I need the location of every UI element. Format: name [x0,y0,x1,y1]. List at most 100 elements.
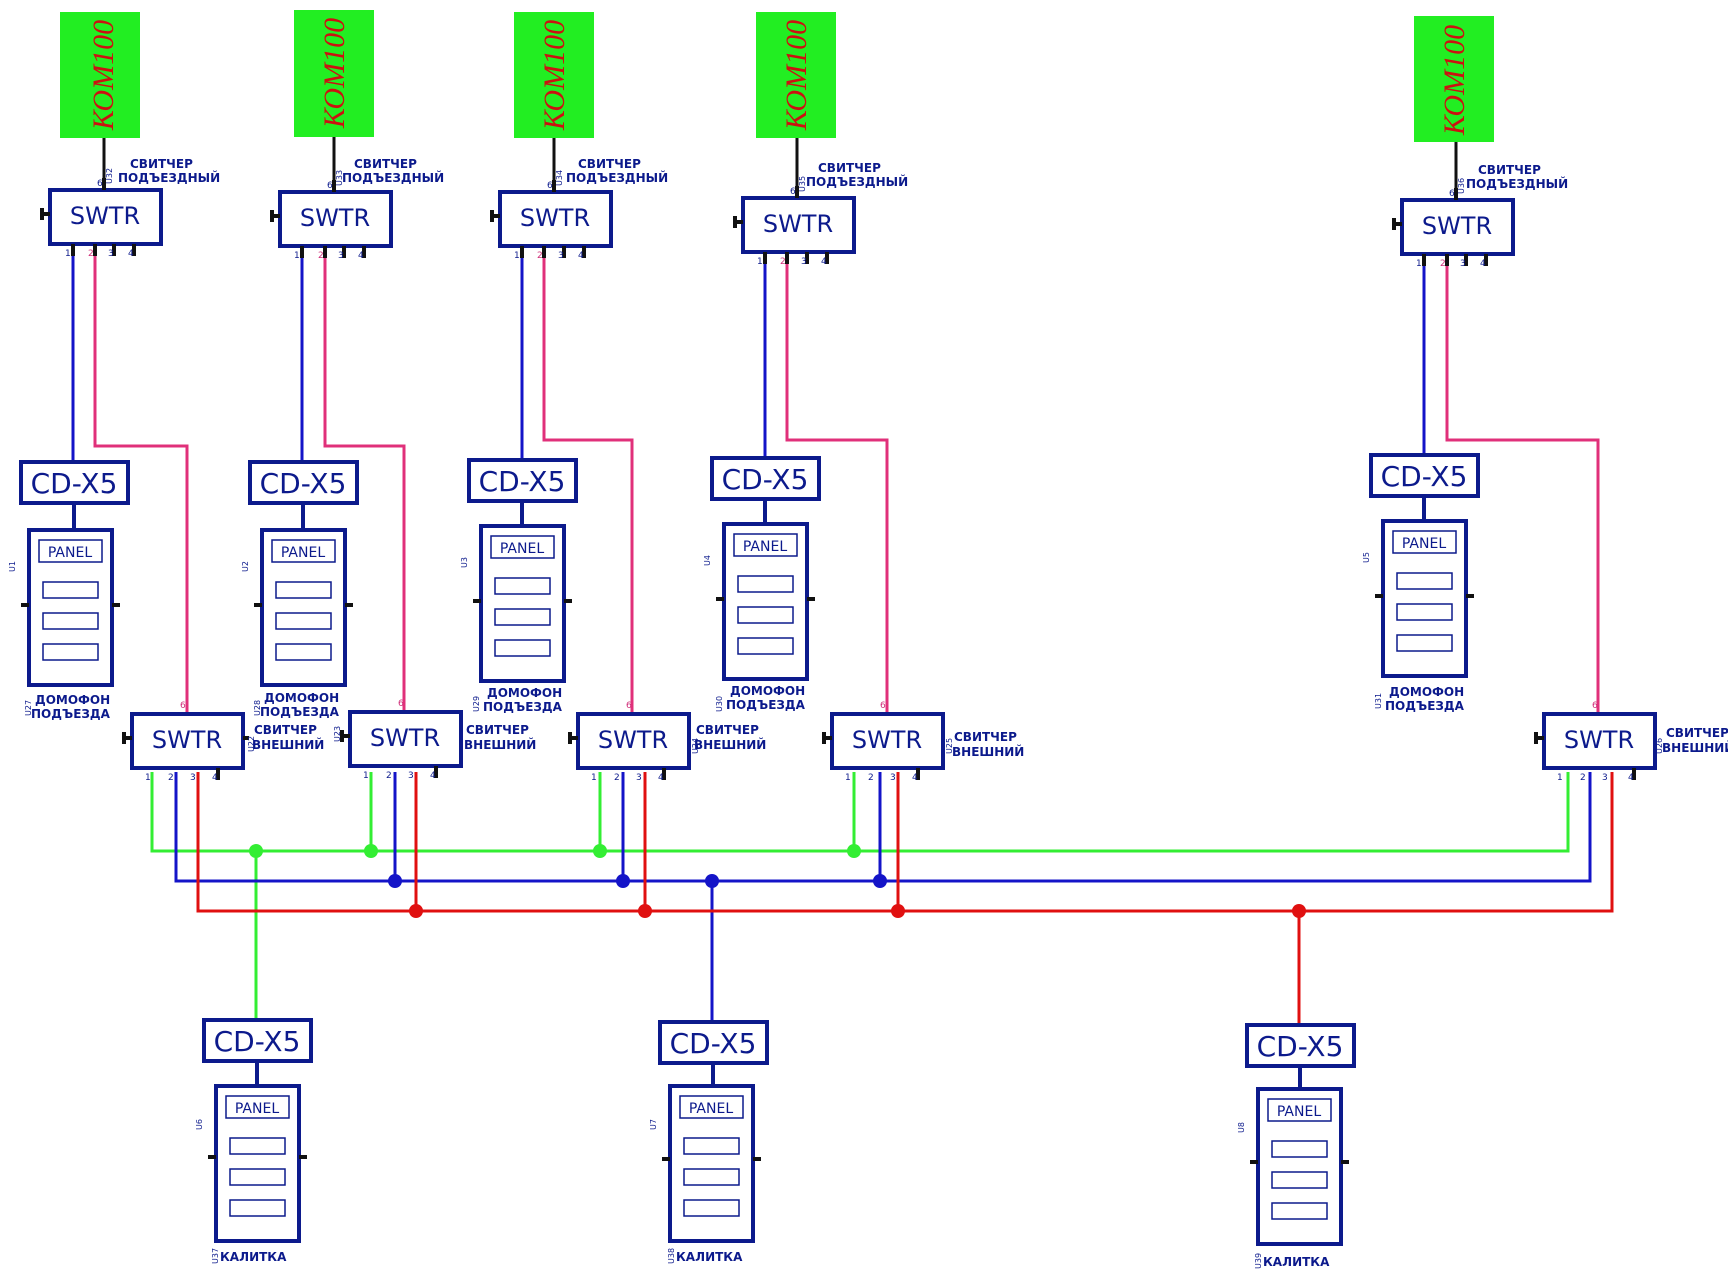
bus-red [196,772,1614,913]
pin-label: 2 [868,773,874,783]
monitor-1[interactable]: КОМ100 [60,12,140,138]
intercom-caption: ДОМОФОН [35,693,110,707]
panel-screen [1267,1098,1332,1122]
ref-label: U37 [211,1248,220,1264]
panel-slot [494,639,551,657]
monitor-5[interactable]: КОМ100 [1414,16,1494,142]
switch-caption: ВНЕШНИЙ [464,737,536,752]
panel-slot [275,612,332,630]
external-switch-5[interactable]: SWTR 1 2 3 4 6 U26 СВИТЧЕР ВНЕШНИЙ [1534,701,1728,783]
switch-title: SWTR [300,204,370,232]
switch-title: SWTR [152,726,222,754]
pin-label: 3 [338,251,344,261]
panel-slot [737,575,794,593]
monitor-3[interactable]: КОМ100 [514,12,594,138]
panel-screen [490,535,555,559]
monitor-4[interactable]: КОМ100 [756,12,836,138]
monitor-label: КОМ100 [538,20,571,131]
pin-label: 3 [558,251,564,261]
panel-slot [683,1137,740,1155]
panel-slot [1396,634,1453,652]
ref-label: U23 [333,726,342,742]
pin-label: 2 [318,251,324,261]
pin-stub [1534,732,1636,780]
pin-label: 6 [1449,189,1455,199]
pin-label: 6 [398,699,404,709]
switch-caption: СВИТЧЕР [354,157,417,171]
junction-dot [638,904,652,918]
switch-title: SWTR [852,726,922,754]
switch-body [576,712,691,770]
junction-dot [616,874,630,888]
pin-label: 3 [801,257,807,267]
external-switch-1[interactable]: SWTR 1 2 3 4 6 U22 СВИТЧЕР ВНЕШНИЙ [122,701,324,783]
pin-label: 6 [880,701,886,711]
entrance-intercom-1[interactable]: CD-X5 PANEL U1 U27 ДОМОФОН ПОДЪЕЗДА [8,460,130,721]
panel-slot [737,637,794,655]
cd-x5-label: CD-X5 [1257,1030,1344,1063]
intercom-caption: ДОМОФОН [487,686,562,700]
cd-x5-module [248,460,359,505]
monitor-label: КОМ100 [87,20,120,131]
gate-intercom-2[interactable]: CD-X5 PANEL U7 U38 КАЛИТКА [649,1020,769,1264]
switch-caption: ВНЕШНИЙ [1662,740,1728,755]
pin-label: 1 [65,249,71,259]
pin-label: 4 [128,249,134,259]
panel-slot [42,643,99,661]
junction-dot [409,904,423,918]
pin-label: 2 [1440,259,1446,269]
pin-label: 4 [430,771,436,781]
pin-stub [1392,188,1488,266]
entrance-switch-5[interactable]: SWTR 1 2 3 4 6 U36 СВИТЧЕР ПОДЪЕЗДНЫЙ [1392,163,1568,269]
external-switch-3[interactable]: SWTR 1 2 3 4 6 U24 СВИТЧЕР ВНЕШНИЙ [568,701,766,783]
monitor-body [1414,16,1494,142]
ref-label: U24 [691,738,700,754]
entrance-intercom-5[interactable]: CD-X5 PANEL U5 U31 ДОМОФОН ПОДЪЕЗДА [1362,453,1480,713]
pin-label: 4 [358,251,364,261]
switch-body [1542,712,1657,770]
switch-caption: ПОДЪЕЗДНЫЙ [118,170,220,185]
panel-slot [42,581,99,599]
ref-label: U8 [1237,1122,1246,1133]
cd-x5-module [1245,1023,1356,1068]
pin-label: 4 [578,251,584,261]
entrance-switch-2[interactable]: SWTR 1 2 3 4 6 U33 СВИТЧЕР ПОДЪЕЗДНЫЙ [270,157,444,261]
panel-screen [38,539,103,563]
switch-title: SWTR [370,724,440,752]
panel-slot [494,577,551,595]
entrance-switch-3[interactable]: SWTR 1 2 3 4 6 U34 СВИТЧЕР ПОДЪЕЗДНЫЙ [490,157,668,261]
cd-x5-label: CD-X5 [722,463,809,496]
entrance-intercom-3[interactable]: CD-X5 PANEL U3 U29 ДОМОФОН ПОДЪЕЗДА [460,458,578,714]
monitor-2[interactable]: КОМ100 [294,10,374,137]
switch-caption: ПОДЪЕЗДНЫЙ [566,170,668,185]
entrance-intercom-2[interactable]: CD-X5 PANEL U2 U28 ДОМОФОН ПОДЪЕЗДА [241,460,359,719]
gate-intercom-3[interactable]: CD-X5 PANEL U8 U39 КАЛИТКА [1237,1023,1356,1269]
external-switch-4[interactable]: SWTR 1 2 3 4 6 U25 СВИТЧЕР ВНЕШНИЙ [822,701,1024,783]
entrance-switch-1[interactable]: SWTR 1 2 3 4 6 U32 СВИТЧЕР ПОДЪЕЗДНЫЙ [40,157,220,259]
panel-screen [225,1095,290,1119]
gate-intercom-1[interactable]: CD-X5 PANEL U6 U37 КАЛИТКА [195,1018,313,1264]
pin-label: 2 [88,249,94,259]
pin-label: 2 [614,773,620,783]
pin-label: 3 [408,771,414,781]
wires [71,137,1614,1025]
junction-dot [364,844,378,858]
pin-label: 1 [363,771,369,781]
cd-x5-label: CD-X5 [214,1025,301,1058]
ref-label: U31 [1374,693,1383,709]
entrance-intercom-4[interactable]: CD-X5 PANEL U4 U30 ДОМОФОН ПОДЪЕЗДА [703,456,821,712]
external-switch-2[interactable]: SWTR 1 2 3 4 6 U23 СВИТЧЕР ВНЕШНИЙ [333,699,536,781]
pin-stub [822,732,920,780]
pin-stub [490,180,586,258]
wire-pink-5 [1445,254,1600,714]
pin-label: 3 [1602,773,1608,783]
pin-stub [568,732,666,780]
junction-dot [1292,904,1306,918]
ref-label: U36 [1457,178,1466,194]
entrance-switch-4[interactable]: SWTR 1 2 3 4 6 U35 СВИТЧЕР ПОДЪЕЗДНЫЙ [733,161,908,267]
pin-label: 2 [386,771,392,781]
panel-label: PANEL [500,541,544,557]
monitor-body [514,12,594,138]
pin-label: 6 [1592,701,1598,711]
